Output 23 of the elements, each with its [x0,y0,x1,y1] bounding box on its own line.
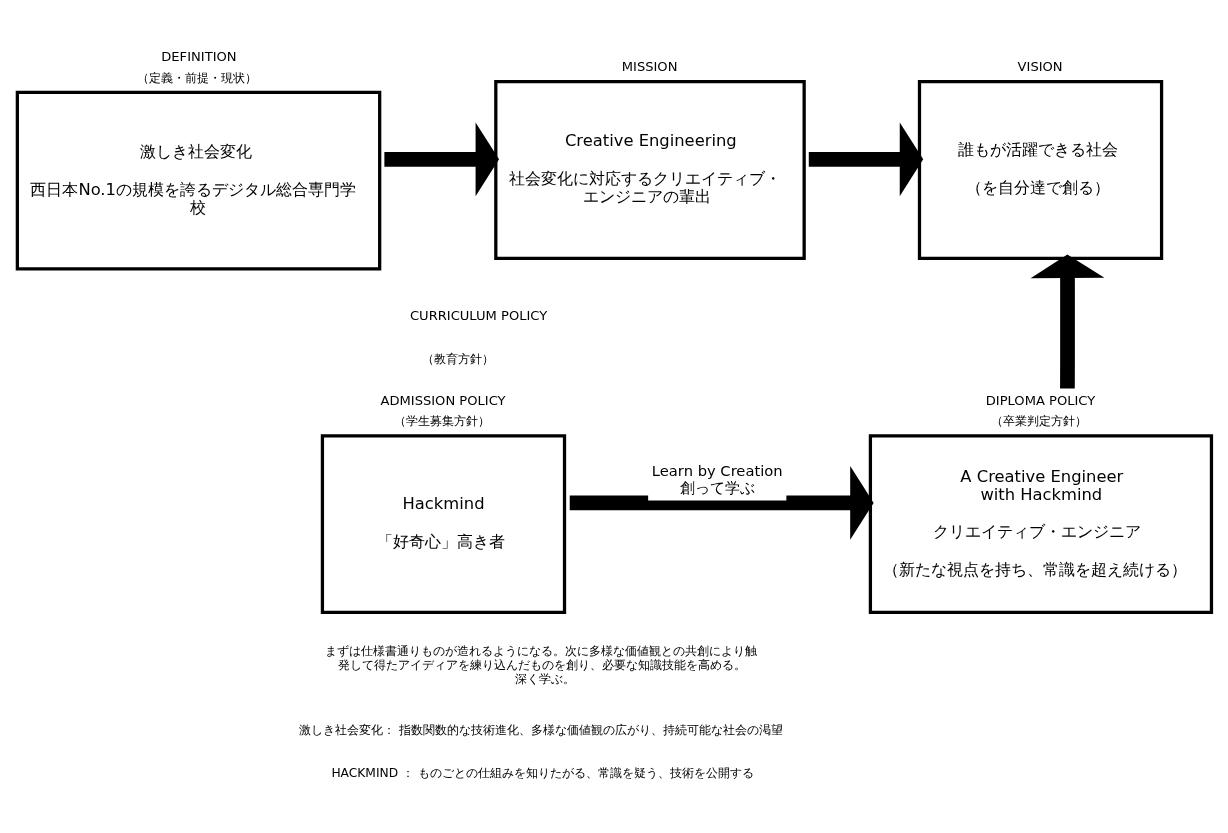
label: HACKMIND ： ものごとの仕組みを知りたがる、常識を疑う、技術を公開する [331,765,754,780]
arrow [384,121,499,196]
node-label: MISSION [621,58,678,74]
arrow [808,121,924,196]
node-label: （学生募集方針） [393,413,490,428]
node-box: Hackmind 「好奇心」高き者 [320,433,567,614]
label: まずは仕様書通りものが造れるようになる。次に多様な価値観との共創により触発して得たアイディアを練り込んだものを創り、必要な知識技能を高める。深く学ぶ。 [325,643,758,686]
node-label: （卒業判定方針） [991,413,1088,428]
label: CURRICULUM POLICY [409,307,548,323]
node-label: DIPLOMA POLICY [985,392,1096,408]
node-box: Creative Engineering 社会変化に対応するクリエイティブ・エンジニアの輩出 [494,79,806,260]
node-label: DEFINITION [161,48,237,64]
edge-label: Learn by Creation 創って学ぶ [651,461,783,496]
arrow [1030,254,1105,389]
node-label: ADMISSION POLICY [380,392,506,408]
arrow [569,465,874,540]
node-label: VISION [1017,58,1063,74]
node-label: （定義・前提・現状） [136,70,257,85]
node-box: 誰もが活躍できる社会 （を自分達で創る） [917,79,1164,260]
node-box: A Creative Engineer with Hackmind クリエイティブ・エンジニア （新たな視点を持ち、常識を超え続ける） [868,433,1214,614]
label: 激しき社会変化： 指数関数的な技術進化、多様な価値観の広がり、持続可能な社会の渇望 [299,722,784,737]
label: （教育方針） [421,351,494,366]
node-box: 激しき社会変化 西日本No.1の規模を誇るデジタル総合専門学校 [15,90,382,271]
